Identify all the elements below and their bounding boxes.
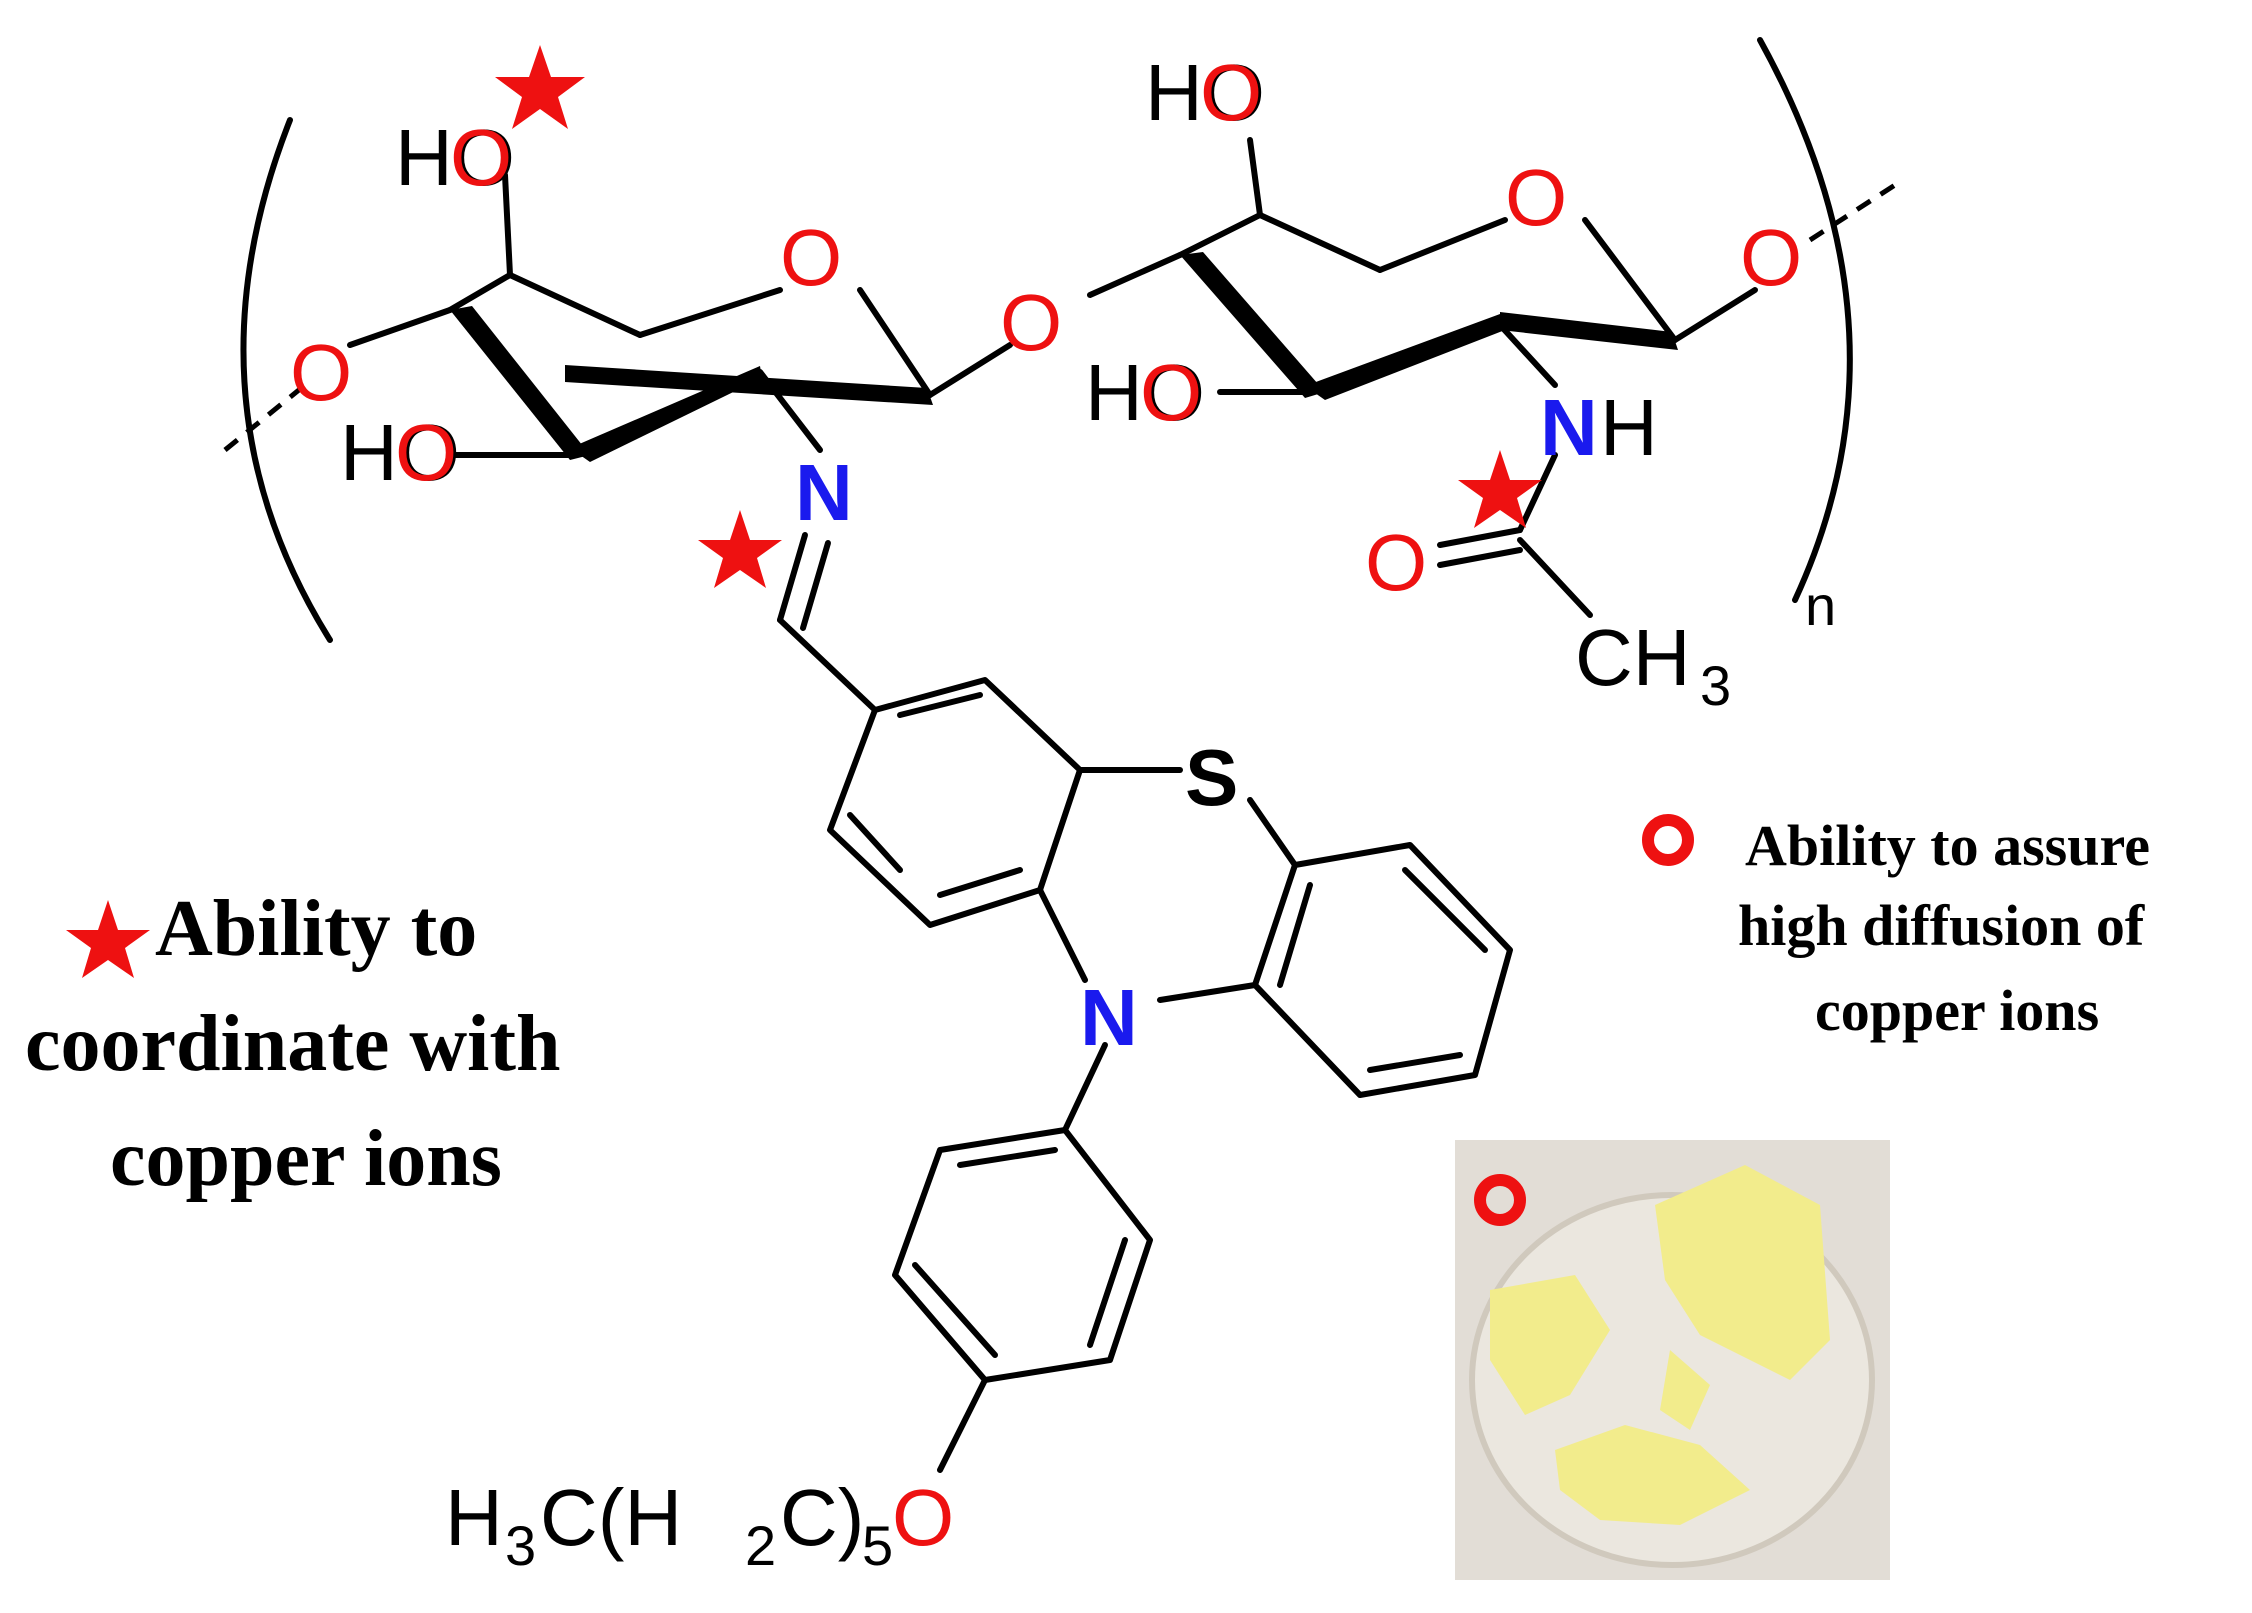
- amide-hydrogen: H: [1600, 383, 1658, 472]
- carbonyl-oxygen: O: [1365, 518, 1427, 607]
- left-chain-dash: [223, 383, 307, 452]
- phenothiazine-nitrogen: N: [1080, 973, 1138, 1062]
- ho-label-top-left-o: O: [450, 113, 512, 202]
- ho-label-left-ring-h: HO: [340, 408, 460, 497]
- left-bracket: [240, 117, 333, 643]
- glycosidic-oxygen: O: [1000, 278, 1062, 367]
- star-icon: [66, 900, 150, 978]
- ho-label-right-ring-h: HO: [1085, 348, 1205, 437]
- svg-text:3: 3: [505, 1514, 536, 1577]
- ring-icon: [1642, 814, 1694, 866]
- legend-ring-line3: copper ions: [1815, 978, 2099, 1043]
- svg-text:C(H: C(H: [540, 1473, 682, 1562]
- chain-oxygen-left: O: [290, 328, 352, 417]
- ho-label-top-right-h: HO: [1145, 48, 1265, 137]
- ho-label-top-right-o: O: [1200, 48, 1262, 137]
- methyl-label: CH: [1575, 613, 1691, 702]
- ring-icon: [1474, 1174, 1526, 1226]
- phenothiazine-moiety: [777, 532, 1513, 1473]
- ring-oxygen-right: O: [1505, 153, 1567, 242]
- ho-label-left-ring-o: O: [395, 408, 457, 497]
- legend-ring-line2: high diffusion of: [1738, 893, 2145, 958]
- right-pyranose-ring: [1087, 137, 1758, 618]
- svg-text:H: H: [445, 1473, 503, 1562]
- star-icon: [698, 510, 782, 588]
- amide-nitrogen: N: [1540, 383, 1598, 472]
- ho-label-top-left-h: HO: [395, 113, 515, 202]
- sample-photo: [1455, 1140, 1890, 1580]
- star-icon: [1458, 450, 1542, 528]
- star-icon: [495, 45, 585, 129]
- right-chain-dash: [1808, 182, 1897, 243]
- svg-text:2: 2: [745, 1514, 776, 1577]
- sulfur-atom: S: [1185, 733, 1238, 822]
- chain-oxygen-right: O: [1740, 213, 1802, 302]
- legend-ring-line1: Ability to assure: [1745, 813, 2150, 878]
- right-bracket: [1757, 37, 1853, 603]
- hexyloxy-label: H 3 C(H 2 C) 5 O: [445, 1473, 954, 1577]
- svg-text:C): C): [780, 1473, 864, 1562]
- methyl-subscript: 3: [1700, 654, 1731, 717]
- legend-star-line1: Ability to: [155, 885, 477, 973]
- svg-text:5: 5: [862, 1514, 893, 1577]
- ring-oxygen-left: O: [780, 213, 842, 302]
- left-pyranose-ring: [347, 172, 1013, 462]
- imine-nitrogen: N: [795, 448, 853, 537]
- repeat-unit-n: n: [1805, 574, 1836, 637]
- svg-text:O: O: [892, 1473, 954, 1562]
- legend-star-line2: coordinate with: [25, 1000, 561, 1088]
- legend-star-line3: copper ions: [110, 1115, 502, 1203]
- ho-label-right-ring-o: O: [1140, 348, 1202, 437]
